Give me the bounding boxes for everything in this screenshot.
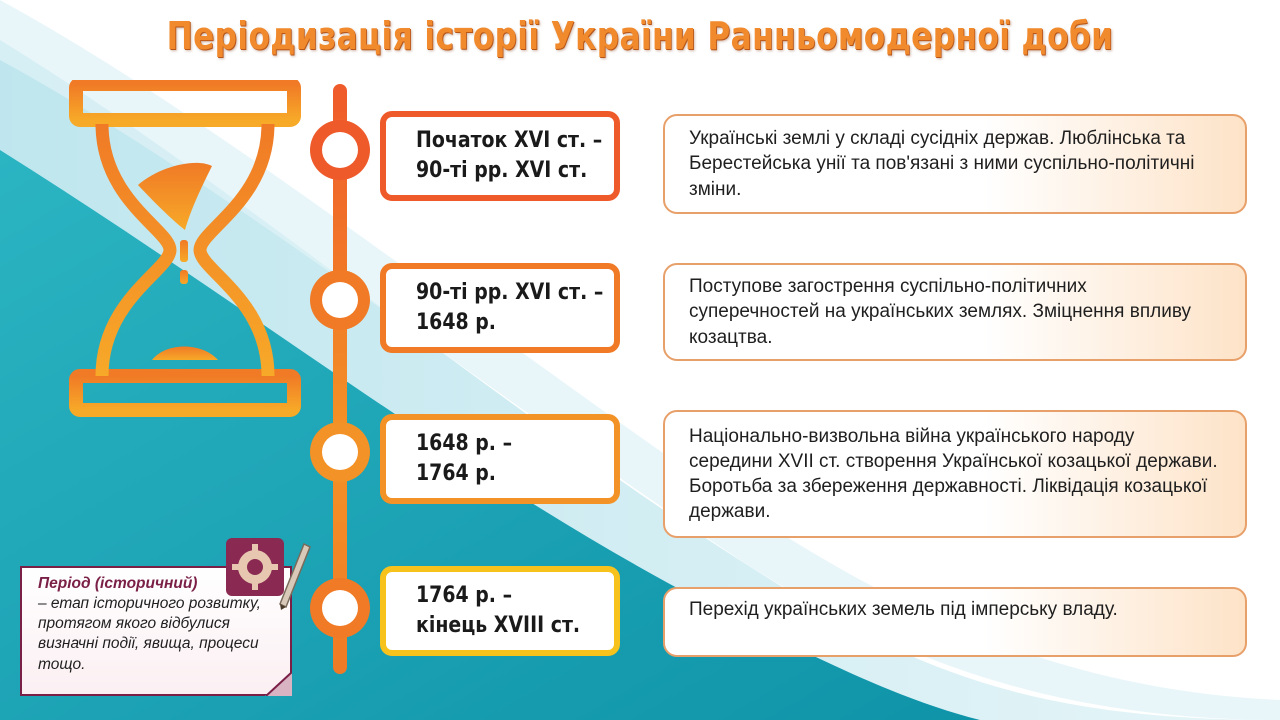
period-description-2: Поступове загострення суспільно-політичн… <box>663 263 1247 361</box>
period-label-line2: 90-ті рр. XVI ст. <box>416 158 588 183</box>
period-description-text: Українські землі у складі сусідніх держа… <box>689 128 1195 200</box>
period-label-line1: 1764 р. – <box>416 583 513 609</box>
period-description-4: Перехід українських земель під імперську… <box>663 587 1247 657</box>
definition-term: Період (історичний) <box>38 575 198 592</box>
timeline-line <box>310 84 370 674</box>
gear-pen-icon <box>226 538 311 610</box>
period-box-1: Початок XVI ст. – 90-ті рр. XVI ст. <box>380 111 620 201</box>
definition-text: – етап історичного розвитку, протягом як… <box>38 595 261 673</box>
period-label-line2: 1764 р. <box>416 461 496 486</box>
timeline-node <box>310 578 370 638</box>
period-label-line2: кінець XVIII ст. <box>416 613 581 638</box>
definition-note: Період (історичний) – етап історичного р… <box>20 566 292 696</box>
hourglass-icon <box>69 80 301 417</box>
timeline-node <box>310 270 370 330</box>
period-description-text: Поступове загострення суспільно-політичн… <box>689 276 1191 348</box>
timeline-node <box>310 120 370 180</box>
period-box-2: 90-ті рр. XVI ст. – 1648 р. <box>380 263 620 353</box>
timeline-node <box>310 422 370 482</box>
period-label-line1: Початок XVI ст. – <box>416 128 603 154</box>
period-label-line1: 90-ті рр. XVI ст. – <box>416 280 604 306</box>
period-description-3: Національно-визвольна війна українського… <box>663 410 1247 538</box>
period-description-text: Перехід українських земель під імперську… <box>689 599 1118 620</box>
period-description-text: Національно-визвольна війна українського… <box>689 425 1218 523</box>
period-label-line1: 1648 р. – <box>416 431 513 457</box>
period-box-3: 1648 р. – 1764 р. <box>380 414 620 504</box>
note-fold-corner <box>266 672 292 696</box>
period-description-1: Українські землі у складі сусідніх держа… <box>663 114 1247 214</box>
page-title: Періодизація історії України Ранньомодер… <box>166 14 1114 58</box>
period-label-line2: 1648 р. <box>416 310 496 335</box>
period-box-4: 1764 р. – кінець XVIII ст. <box>380 566 620 656</box>
